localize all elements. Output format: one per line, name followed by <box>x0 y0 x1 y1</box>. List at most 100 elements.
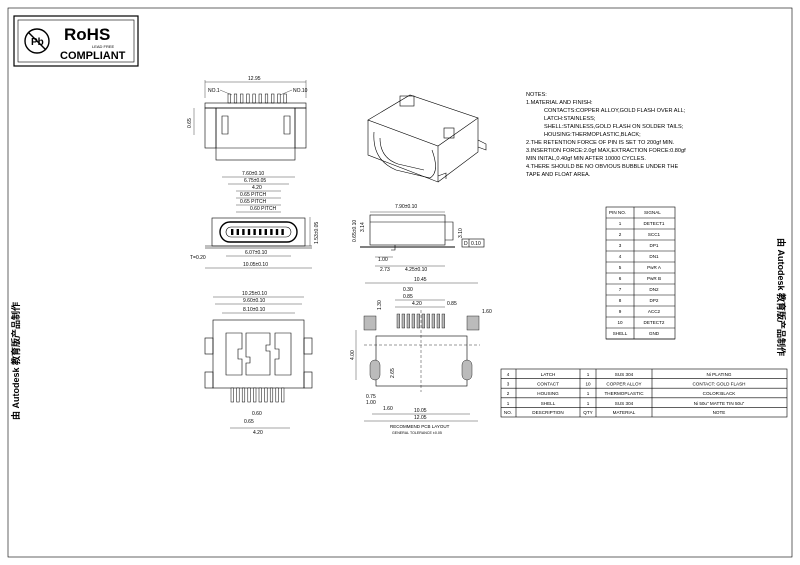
pin-signal: DETECT1 <box>644 221 665 226</box>
bom-cell: Ni PLATING <box>707 372 732 377</box>
contact-pin <box>258 93 262 104</box>
bom-cell: 3 <box>507 382 510 387</box>
side-view: 7.90±0.10 0.65±0.10 3.14 3.10 D 0.10 1.0… <box>352 204 485 273</box>
flatness-frame: D 0.10 <box>461 238 485 248</box>
contact-pin <box>275 229 279 235</box>
contact-pin <box>264 229 267 235</box>
pcb-pad <box>421 313 425 329</box>
front-pins <box>231 229 284 235</box>
contact-pin <box>258 387 262 403</box>
pcb-left-height: 4.00 <box>350 350 356 360</box>
contact-pin <box>227 93 231 104</box>
bottom-dim-3: 8.10±0.10 <box>243 307 265 313</box>
pcb-span: 4.20 <box>412 301 422 307</box>
pin-signal: DN2 <box>649 287 659 292</box>
contact-pin <box>246 93 250 104</box>
note-line: MIN INITAL,0.40gf MIN AFTER 10000 CYCLES… <box>526 156 646 162</box>
pcb-pad <box>411 313 415 329</box>
pcb-pitch-a: 0.30 <box>403 287 413 293</box>
pcb-pads <box>396 313 445 329</box>
pin-signal: ACC2 <box>648 309 661 314</box>
bottom-pitch: 0.60 <box>252 411 262 417</box>
pin-number: SHELL <box>613 331 628 336</box>
bom-cell: SUS 304 <box>615 401 634 406</box>
watermark-right: 由 Autodesk 教育版产品制作 <box>776 238 787 356</box>
pcb-pitch-b: 0.85 <box>403 294 413 300</box>
notes-heading: NOTES: <box>526 92 547 98</box>
front-dim-3: 4.20 <box>252 185 262 191</box>
pcb-pad <box>436 313 440 329</box>
pcb-top-width: 10.45 <box>414 277 427 283</box>
pcb-tab-right-top <box>466 315 480 331</box>
pcb-hole-dim-3: 1.60 <box>383 406 393 412</box>
note-line: 1.MATERIAL AND FINISH: <box>526 100 593 106</box>
contact-pin <box>236 229 239 235</box>
front-dim-6: 0.60 PITCH <box>250 206 277 212</box>
pcb-hole-mid: 2.65 <box>390 368 396 378</box>
pin-number: 4 <box>619 254 622 259</box>
contact-pin <box>264 387 268 403</box>
side-bottom-1: 1.00 <box>378 257 388 263</box>
side-left-h2: 3.14 <box>360 222 366 232</box>
bom-cell: 10 <box>585 382 591 387</box>
bom-cell: 2 <box>507 391 510 396</box>
front-thickness: T=0.20 <box>190 255 206 261</box>
pin-number: 1 <box>619 221 622 226</box>
contact-pin <box>233 93 238 104</box>
pin-signal: DP1 <box>650 243 659 248</box>
pin-number: 6 <box>619 276 622 281</box>
note-line: 3.INSERTION FORCE:2.0gf MAX,EXTRACTION F… <box>526 148 686 154</box>
pin-number: 5 <box>619 265 622 270</box>
bom-cell: 1 <box>587 401 590 406</box>
pin-table-header-signal: SIGNAL <box>644 210 661 215</box>
pcb-pad <box>401 313 405 329</box>
bom-cell: CONTACT: GOLD FLASH <box>692 382 745 387</box>
contact-pin <box>230 387 234 403</box>
rohs-subtitle: LEAD FREE <box>92 44 115 49</box>
lead-free-icon: Pb <box>24 28 50 54</box>
side-left-h1: 0.65±0.10 <box>352 220 358 242</box>
bottom-view: 10.25±0.10 9.60±0.10 8.10±0.10 0.60 0.65… <box>204 291 313 436</box>
bom-cell: SUS 304 <box>615 372 634 377</box>
note-line: LATCH:STAINLESS; <box>544 116 596 122</box>
contact-pin <box>247 229 251 235</box>
pin-number: 7 <box>619 287 622 292</box>
pin-signal: GND <box>649 331 660 336</box>
pin-number: 2 <box>619 232 622 237</box>
pcb-pad <box>431 313 435 329</box>
front-dim-4: 0.65 PITCH <box>240 192 267 198</box>
bottom-dim-2: 9.60±0.10 <box>243 298 265 304</box>
contact-pin <box>253 229 256 235</box>
iso-view <box>367 94 487 183</box>
pcb-pad-gap: 0.85 <box>447 301 457 307</box>
pin-number: 10 <box>617 320 623 325</box>
contact-pin <box>252 93 256 104</box>
contact-pin <box>264 93 269 104</box>
contact-pin <box>241 387 246 403</box>
note-line: 2.THE RETENTION FORCE OF PIN IS SET TO 2… <box>526 140 675 146</box>
note-line: SHELL:STAINLESS,GOLD FLASH ON SOLDER TAI… <box>544 124 684 130</box>
pin-first-label: NO.1 <box>208 88 220 94</box>
top-width: 12.95 <box>248 76 261 82</box>
notes-block: NOTES: 1.MATERIAL AND FINISH: CONTACTS:C… <box>526 92 686 178</box>
front-view: 7.60±0.10 6.75±0.05 4.20 0.65 PITCH 0.65… <box>190 171 320 269</box>
pin-signal: PwR A <box>647 265 662 270</box>
pcb-hole-dim-1: 0.75 <box>366 394 376 400</box>
pcb-tab-left-top <box>363 315 377 331</box>
side-top-length: 7.90±0.10 <box>395 204 417 210</box>
pcb-pad <box>416 313 420 329</box>
pin-signal: DETECT2 <box>644 320 665 325</box>
bom-header: NOTE <box>713 410 726 415</box>
bottom-pad: 0.65 <box>244 419 254 425</box>
contact-pin <box>269 387 274 403</box>
note-line: CONTACTS:COPPER ALLOY,GOLD FLASH OVER AL… <box>544 108 686 114</box>
pin-signal: SCC1 <box>648 232 661 237</box>
bom-cell: COPPER ALLOY <box>606 382 641 387</box>
contact-pin <box>259 229 262 235</box>
contact-pin <box>277 93 281 104</box>
side-bottom-2: 2.73 <box>380 267 390 273</box>
flatness-value: 0.10 <box>471 241 481 247</box>
pin-signal: DN1 <box>649 254 659 259</box>
contact-pin <box>240 93 244 104</box>
